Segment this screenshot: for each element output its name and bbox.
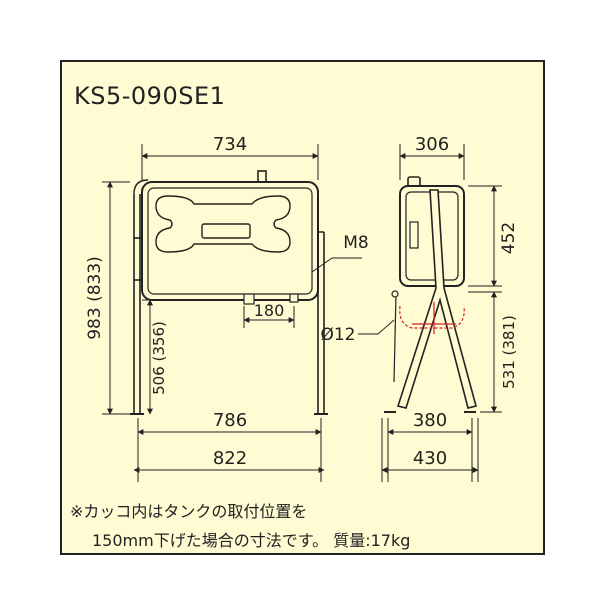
dim-thread: M8: [343, 233, 368, 253]
tank-emboss: [155, 195, 291, 253]
note-line-1: ※カッコ内はタンクの取付位置を: [70, 502, 308, 521]
dim-foot-outer: 430: [413, 448, 447, 469]
side-view: [384, 176, 477, 413]
mounting-reference: [399, 302, 465, 334]
tank-inner-front: [147, 187, 313, 295]
frame-left: [133, 194, 141, 414]
tank-body-front: [141, 181, 319, 301]
dimension-labels: 734 306 M8 180 Ø12 786 822 380 430 983 (…: [85, 134, 519, 469]
model-title: KS5-090SE1: [74, 82, 226, 110]
frame-right: [317, 232, 325, 414]
front-view: [130, 170, 328, 415]
dim-depth-top: 306: [415, 134, 449, 155]
front-dimension-lines: [102, 144, 362, 482]
leg-front: [396, 189, 477, 409]
dim-foot-inner: 380: [413, 410, 447, 431]
dimension-drawing: 734 306 M8 180 Ø12 786 822 380 430 983 (…: [85, 134, 519, 482]
note-line-2: 150mm下げた場合の寸法です。 質量:17kg: [92, 531, 411, 550]
tank-label-plate: [201, 223, 251, 239]
dim-leg-height-side: 531 (381): [500, 315, 518, 389]
dim-leg-height: 506 (356): [150, 321, 168, 395]
tank-body-side: [399, 185, 465, 287]
pipe: [393, 293, 397, 383]
dim-tank-height: 452: [499, 222, 519, 254]
dim-bolt-spacing: 180: [254, 301, 285, 320]
outlet-valve: [243, 293, 255, 305]
dim-pipe-dia: Ø12: [320, 325, 355, 345]
dim-leg-width-outer: 822: [213, 448, 247, 469]
dim-width-top: 734: [213, 134, 247, 155]
dim-leg-width-inner: 786: [213, 410, 247, 431]
side-dimension-lines: [358, 144, 502, 482]
dim-overall-height: 983 (833): [85, 256, 105, 340]
spec-sheet: KS5-090SE1: [60, 60, 545, 555]
